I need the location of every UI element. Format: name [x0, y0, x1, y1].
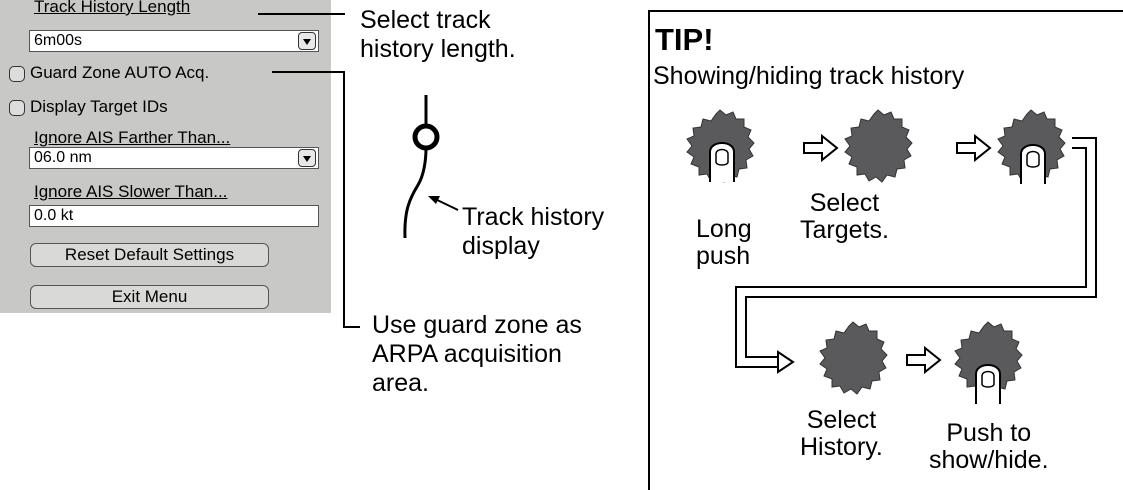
callout-line: ARPA acquisition: [372, 340, 562, 368]
track-history-line: [403, 147, 428, 239]
caption-line: History.: [800, 433, 883, 461]
connector-arrowhead-icon: [777, 350, 795, 374]
callout-track-display: Track history display: [462, 203, 604, 261]
caption-line: push: [696, 242, 751, 270]
caption-line: show/hide.: [929, 446, 1049, 474]
tip-title: TIP!: [655, 22, 714, 57]
finger-icon: [975, 364, 1001, 405]
callout-line: area.: [372, 369, 429, 397]
caption-line: Select: [809, 189, 880, 217]
tip-subtitle: Showing/hiding track history: [653, 62, 965, 90]
caption-line: Select: [806, 406, 877, 434]
callout-line: Use guard zone as: [372, 311, 582, 339]
caption-line: Long: [696, 215, 752, 243]
ignore-ais-slower-input[interactable]: 0.0 kt: [29, 205, 319, 227]
caption-select-history: Select History.: [800, 407, 883, 461]
callout-lines: [258, 13, 459, 328]
callout-line: display: [462, 232, 540, 260]
caption-line: Push to: [946, 419, 1032, 447]
own-ship-icon: [412, 123, 440, 151]
settings-menu-panel: Track History Length 6m00s Guard Zone AU…: [0, 0, 331, 313]
ignore-ais-farther-select[interactable]: 06.0 nm: [29, 147, 319, 169]
reset-default-settings-button[interactable]: Reset Default Settings: [30, 243, 269, 267]
tip-diagram: [686, 109, 1097, 405]
track-history-length-select[interactable]: 6m00s: [29, 30, 319, 52]
right-arrow-icon: [906, 347, 941, 373]
chevron-down-icon[interactable]: [298, 32, 316, 50]
dial-icon: [844, 109, 913, 183]
ignore-ais-farther-label: Ignore AIS Farther Than...: [34, 128, 231, 147]
callout-line: history length.: [360, 35, 516, 63]
caption-line: Targets.: [800, 216, 889, 244]
tip-box: [648, 10, 1123, 490]
ignore-ais-slower-value: 0.0 kt: [34, 207, 74, 224]
caption-select-targets: Select Targets.: [800, 190, 889, 244]
track-history-length-label: Track History Length: [34, 0, 191, 16]
finger-icon: [709, 142, 735, 183]
leader-line-guard-zone: [272, 71, 360, 328]
right-arrow-icon: [956, 135, 991, 161]
guard-zone-checkbox[interactable]: [9, 66, 25, 82]
track-history-length-value: 6m00s: [34, 32, 83, 49]
caption-long-push: Long push: [696, 216, 752, 270]
ignore-ais-farther-value: 06.0 nm: [34, 149, 92, 166]
callout-select-track: Select track history length.: [360, 6, 516, 64]
chevron-down-icon[interactable]: [298, 149, 316, 167]
exit-menu-button[interactable]: Exit Menu: [30, 285, 269, 309]
arrow-head-icon: [428, 196, 440, 204]
flow-connector-inner: [735, 147, 1087, 368]
display-target-ids-label: Display Target IDs: [30, 97, 168, 116]
callout-line: Select track: [360, 6, 491, 34]
dial-icon: [819, 321, 888, 395]
callout-line: Track history: [462, 203, 605, 231]
display-target-ids-checkbox[interactable]: [9, 100, 25, 116]
caption-push-show-hide: Push to show/hide.: [929, 420, 1049, 474]
finger-icon: [1020, 144, 1046, 185]
guard-zone-label: Guard Zone AUTO Acq.: [30, 63, 210, 82]
ignore-ais-slower-label: Ignore AIS Slower Than...: [34, 182, 228, 201]
flow-connector-outer: [745, 137, 1097, 358]
callout-guard-zone: Use guard zone as ARPA acquisition area.: [372, 311, 582, 398]
right-arrow-icon: [803, 135, 838, 161]
